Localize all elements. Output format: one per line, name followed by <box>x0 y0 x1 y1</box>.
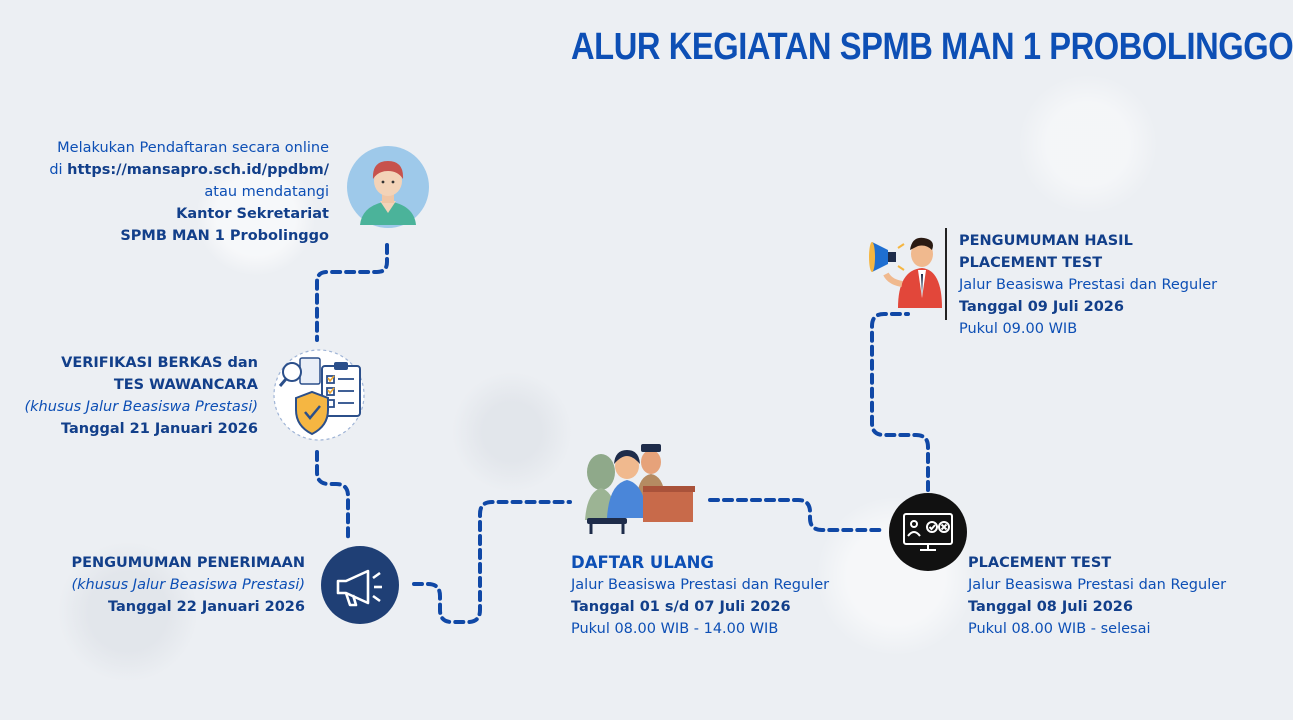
connector-verification-announcement <box>315 450 350 544</box>
verification-note: (khusus Jalur Beasiswa Prestasi) <box>24 399 258 415</box>
placement-test-time: Pukul 08.00 WIB - selesai <box>968 621 1151 637</box>
connector-placement-result <box>870 312 930 492</box>
student-avatar-icon <box>347 146 429 228</box>
reregistration-track: Jalur Beasiswa Prestasi dan Reguler <box>571 577 830 593</box>
placement-result-heading1: PENGUMUMAN HASIL <box>959 233 1133 249</box>
announcement-date: Tanggal 22 Januari 2026 <box>107 599 305 615</box>
placement-test-text: PLACEMENT TEST Jalur Beasiswa Prestasi d… <box>968 552 1226 640</box>
registration-line2: di https://mansapro.sch.id/ppdbm/ <box>49 159 329 181</box>
megaphone-icon <box>321 546 399 624</box>
registration-line2-prefix: di <box>49 162 68 178</box>
announcer-megaphone-icon <box>869 228 947 320</box>
verification-heading1: VERIFIKASI BERKAS dan <box>61 355 258 371</box>
placement-result-date: Tanggal 09 Juli 2026 <box>959 299 1124 315</box>
placement-result-heading2: PLACEMENT TEST <box>959 255 1103 271</box>
document-verification-icon <box>273 349 365 441</box>
announcement-note: (khusus Jalur Beasiswa Prestasi) <box>71 577 305 593</box>
reregistration-text: DAFTAR ULANG Jalur Beasiswa Prestasi dan… <box>571 552 829 640</box>
registration-line4: Kantor Sekretariat <box>176 206 329 222</box>
verification-text: VERIFIKASI BERKAS dan TES WAWANCARA (khu… <box>24 352 258 440</box>
verification-heading2: TES WAWANCARA <box>113 377 258 393</box>
registration-link[interactable]: https://mansapro.sch.id/ppdbm/ <box>67 162 329 178</box>
connector-registration-verification <box>315 243 389 342</box>
placement-test-track: Jalur Beasiswa Prestasi dan Reguler <box>968 577 1227 593</box>
placement-result-track: Jalur Beasiswa Prestasi dan Reguler <box>959 277 1218 293</box>
connector-announcement-reregistration <box>412 500 572 624</box>
reregistration-time: Pukul 08.00 WIB - 14.00 WIB <box>571 621 779 637</box>
registration-line5: SPMB MAN 1 Probolinggo <box>120 228 329 244</box>
registration-line3: atau mendatangi <box>204 184 329 200</box>
computer-test-icon <box>889 493 967 571</box>
placement-test-heading: PLACEMENT TEST <box>968 555 1112 571</box>
registration-text: Melakukan Pendaftaran secara online di h… <box>49 137 329 247</box>
announcement-heading: PENGUMUMAN PENERIMAAN <box>71 555 305 571</box>
verification-date: Tanggal 21 Januari 2026 <box>60 421 258 437</box>
reregistration-date: Tanggal 01 s/d 07 Juli 2026 <box>571 599 791 615</box>
desk-meeting-icon <box>585 444 695 534</box>
connector-reregistration-placement <box>708 498 886 532</box>
placement-result-time: Pukul 09.00 WIB <box>959 321 1078 337</box>
announcement-text: PENGUMUMAN PENERIMAAN (khusus Jalur Beas… <box>71 552 305 618</box>
reregistration-heading: DAFTAR ULANG <box>571 553 714 572</box>
registration-line1: Melakukan Pendaftaran secara online <box>57 140 329 156</box>
placement-result-text: PENGUMUMAN HASIL PLACEMENT TEST Jalur Be… <box>959 230 1217 340</box>
placement-test-date: Tanggal 08 Juli 2026 <box>968 599 1133 615</box>
